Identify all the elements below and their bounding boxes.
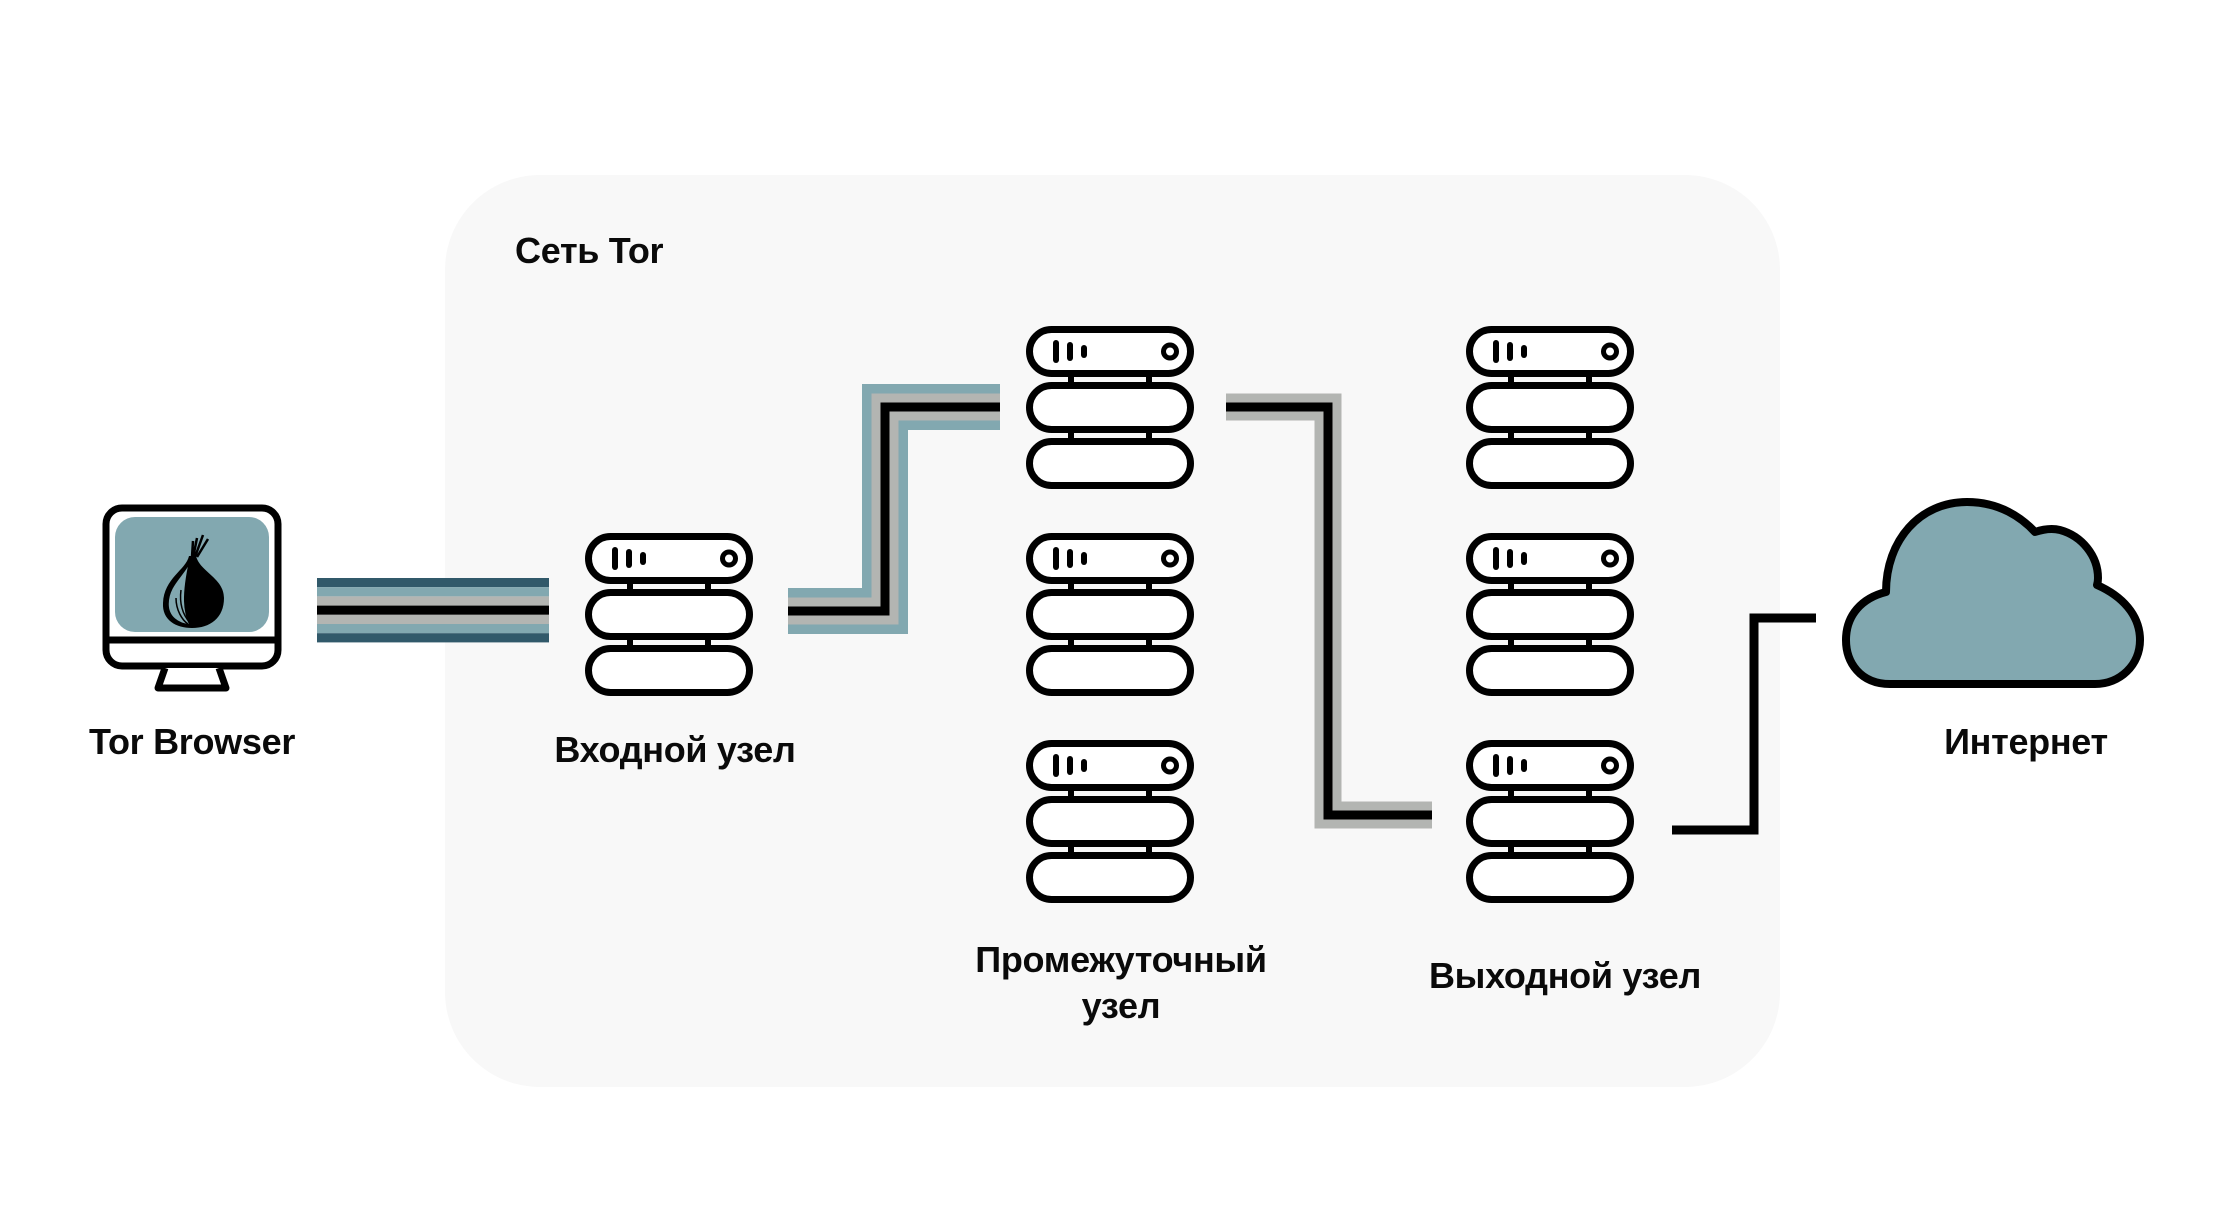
middle-node-label-line2: узел xyxy=(1081,985,1161,1026)
exit-node-label: Выходной узел xyxy=(1428,955,1702,996)
tor-network-title: Сеть Tor xyxy=(515,230,664,271)
connection-entry-middle xyxy=(788,384,1000,634)
tor-browser-label: Tor Browser xyxy=(88,721,296,762)
onion-icon xyxy=(162,534,224,628)
middle-node-label-line1: Промежуточный xyxy=(975,939,1267,980)
internet-label: Интернет xyxy=(1944,721,2108,762)
middle-node-server-icon xyxy=(1030,330,1191,486)
connection-exit-internet xyxy=(1672,613,1816,835)
exit-node-server-icon xyxy=(1470,744,1631,900)
middle-node-server-icon xyxy=(1030,744,1191,900)
exit-node-server-icon xyxy=(1470,330,1631,486)
entry-node-server-icon xyxy=(589,537,750,693)
connection-middle-exit xyxy=(1226,393,1432,829)
cloud-icon xyxy=(1842,498,2144,688)
middle-node-server-icon xyxy=(1030,537,1191,693)
exit-node-server-icon xyxy=(1470,537,1631,693)
entry-node-label: Входной узел xyxy=(554,729,796,770)
connection-client-entry xyxy=(317,578,549,643)
monitor-onion-icon xyxy=(102,504,282,692)
